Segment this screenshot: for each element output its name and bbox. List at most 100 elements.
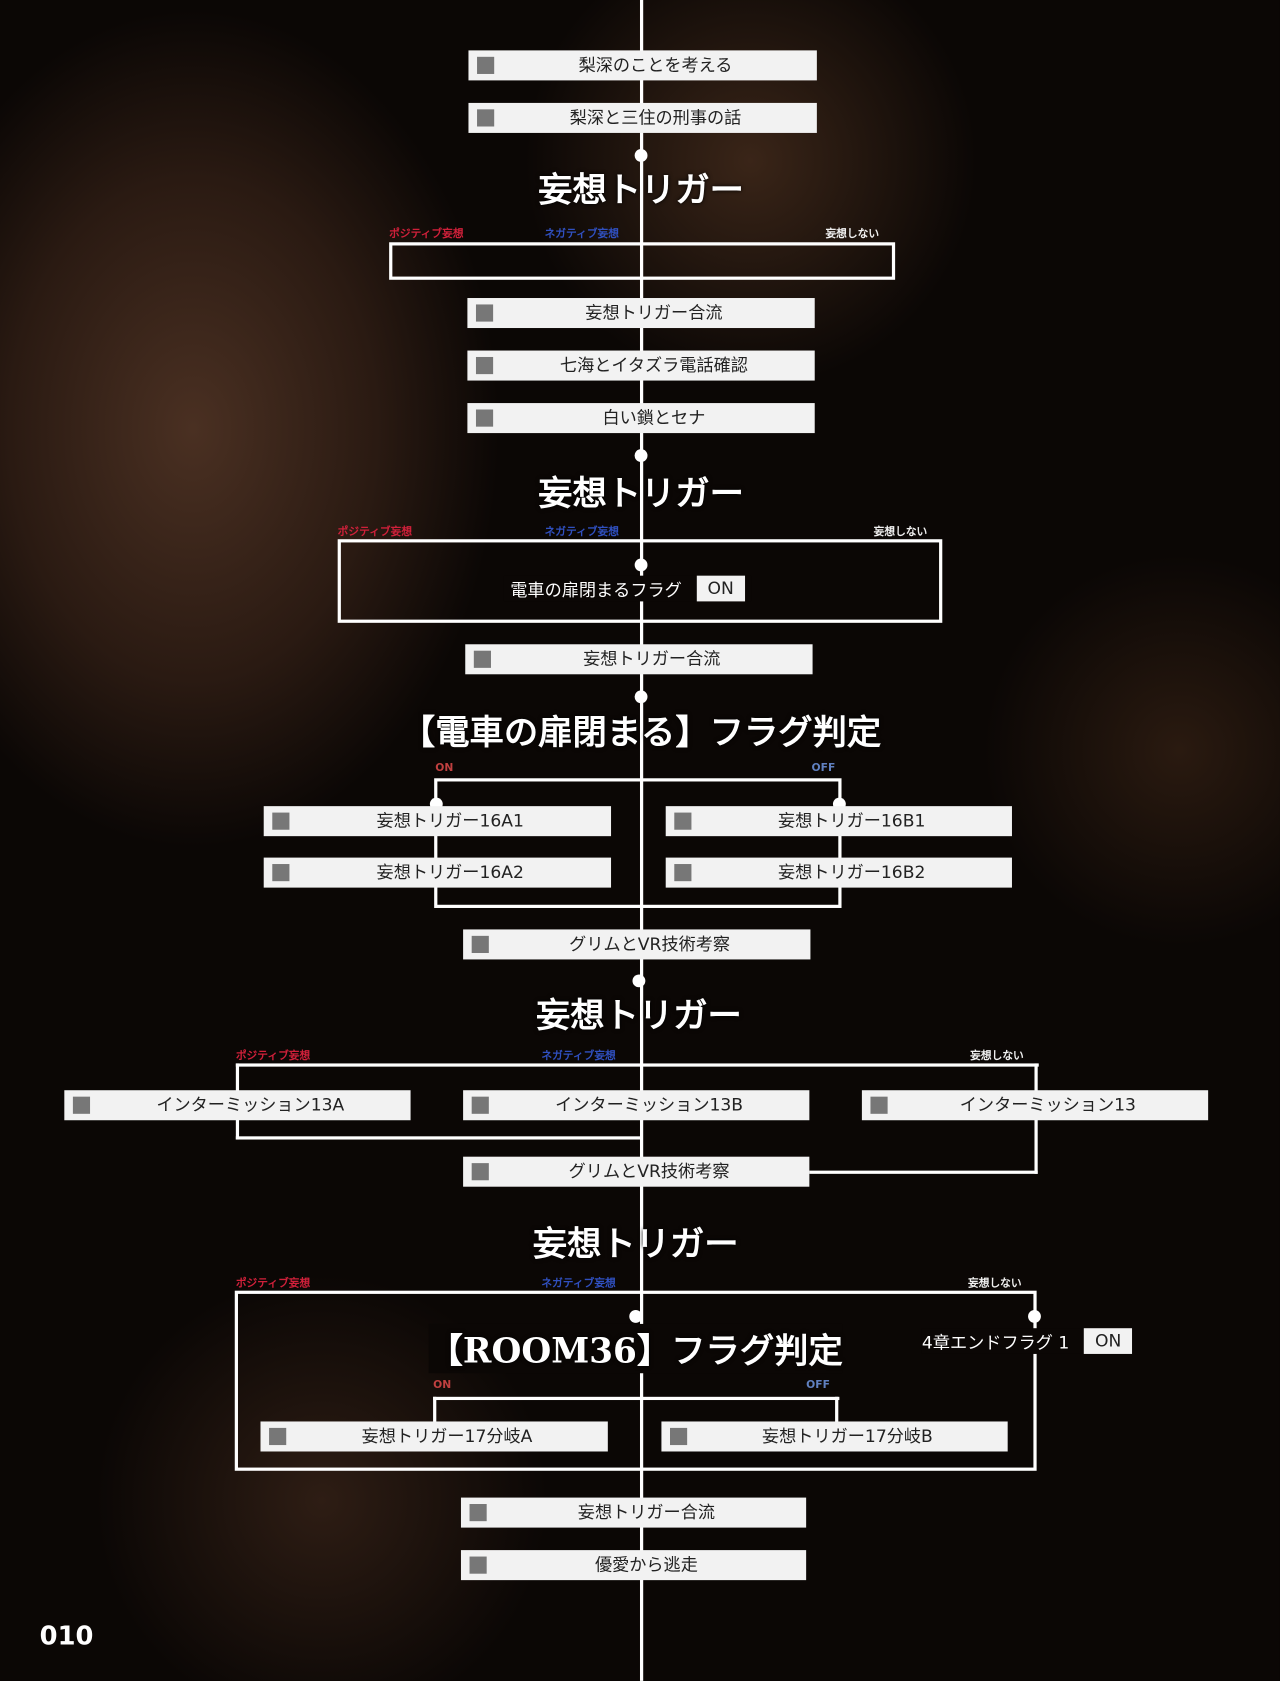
node-label: 妄想トリガー16B2 <box>777 861 926 883</box>
flow-node: 妄想トリガー合流 <box>465 644 813 675</box>
checkbox-icon <box>473 650 491 668</box>
trigger-heading: 妄想トリガー <box>532 1223 739 1264</box>
label-negative: ネガティブ妄想 <box>544 526 619 539</box>
node-label: グリムとVR技術考察 <box>568 1160 730 1182</box>
node-label: 妄想トリガー17分岐B <box>762 1425 933 1447</box>
flow-node: グリムとVR技術考察 <box>463 929 811 960</box>
flow-node: 白い鎖とセナ <box>467 403 815 434</box>
page-number: 010 <box>39 1620 94 1651</box>
checkbox-icon <box>469 1556 487 1574</box>
branch-line <box>235 1063 1039 1067</box>
node-label: 優愛から逃走 <box>594 1554 698 1575</box>
junction-dot <box>634 149 648 162</box>
flow-node: 妄想トリガー16B1 <box>665 806 1012 837</box>
flag-check-heading: 【ROOM36】フラグ判定 <box>428 1323 843 1374</box>
node-label: 妄想トリガー合流 <box>585 302 723 323</box>
checkbox-icon <box>269 1427 287 1446</box>
checkbox-icon <box>674 812 692 830</box>
main-flow-line <box>639 0 644 1681</box>
label-none: 妄想しない <box>968 1277 1022 1290</box>
label-none: 妄想しない <box>970 1050 1024 1063</box>
branch-frame <box>389 242 896 280</box>
node-label: 七海とイタズラ電話確認 <box>559 354 748 376</box>
flow-node: 七海とイタズラ電話確認 <box>467 350 815 381</box>
trigger-heading: 妄想トリガー <box>538 472 744 514</box>
checkbox-icon <box>272 812 290 830</box>
split-bracket <box>434 778 842 908</box>
flow-node: 妄想トリガー17分岐B <box>661 1421 1008 1452</box>
node-label: 妄想トリガー合流 <box>577 1501 716 1523</box>
flow-node: 妄想トリガー合流 <box>467 298 815 329</box>
node-label: インターミッション13 <box>959 1094 1136 1115</box>
node-label: 妄想トリガー16A2 <box>376 861 524 883</box>
label-none: 妄想しない <box>825 228 880 241</box>
node-label: グリムとVR技術考察 <box>569 933 731 955</box>
branch-frame <box>337 539 943 623</box>
split-line <box>835 1396 839 1423</box>
label-off: OFF <box>806 1379 830 1392</box>
branch-frame <box>234 1290 1037 1471</box>
flow-node: 妄想トリガー17分岐A <box>260 1421 608 1452</box>
checkbox-icon <box>475 356 494 375</box>
flow-node: 妄想トリガー16A1 <box>263 806 612 837</box>
label-negative: ネガティブ妄想 <box>541 1050 616 1063</box>
node-label: 妄想トリガー16B1 <box>777 810 926 831</box>
label-positive: ポジティブ妄想 <box>235 1277 311 1290</box>
flow-node: 妄想トリガー16A2 <box>263 857 612 888</box>
checkbox-icon <box>870 1096 888 1114</box>
checkbox-icon <box>674 864 692 882</box>
label-negative: ネガティブ妄想 <box>544 228 619 241</box>
checkbox-icon <box>469 1504 487 1522</box>
flow-node: 妄想トリガー合流 <box>460 1497 807 1528</box>
label-positive: ポジティブ妄想 <box>235 1050 311 1063</box>
label-on: ON <box>435 762 454 774</box>
node-label: 梨深のことを考える <box>578 54 733 76</box>
flag-value: ON <box>696 575 745 602</box>
checkbox-icon <box>272 864 290 882</box>
flag-value: ON <box>1084 1328 1133 1354</box>
checkbox-icon <box>475 409 494 427</box>
node-label: 妄想トリガー16A1 <box>376 810 524 831</box>
checkbox-icon <box>471 1096 489 1114</box>
node-label: 妄想トリガー合流 <box>583 648 721 669</box>
flow-node: 優愛から逃走 <box>460 1550 807 1581</box>
checkbox-icon <box>471 935 489 954</box>
flow-node: 梨深と三住の刑事の話 <box>468 102 817 133</box>
junction-dot <box>634 558 648 572</box>
label-positive: ポジティブ妄想 <box>389 228 464 241</box>
node-label: 梨深と三住の刑事の話 <box>569 107 742 128</box>
checkbox-icon <box>477 56 495 74</box>
flag-set: 4章エンドフラグ 1 ON <box>921 1328 1133 1354</box>
label-off: OFF <box>811 762 836 774</box>
checkbox-icon <box>670 1427 688 1446</box>
flag-label: 4章エンドフラグ 1 <box>921 1332 1070 1353</box>
flow-node: インターミッション13A <box>64 1090 411 1121</box>
junction-dot <box>634 449 648 463</box>
checkbox-icon <box>477 109 495 127</box>
junction-dot <box>634 690 648 704</box>
node-label: インターミッション13A <box>156 1094 345 1115</box>
checkbox-icon <box>475 304 494 322</box>
label-on: ON <box>433 1379 452 1392</box>
branch-line <box>235 1136 642 1140</box>
split-line <box>433 1396 840 1401</box>
split-line <box>433 1396 437 1423</box>
trigger-heading: 妄想トリガー <box>535 994 742 1036</box>
flow-node: インターミッション13 <box>861 1090 1209 1121</box>
flow-node: 梨深のことを考える <box>468 50 817 81</box>
node-label: 妄想トリガー17分岐A <box>361 1425 533 1447</box>
flow-node: グリムとVR技術考察 <box>463 1156 810 1187</box>
junction-dot <box>1028 1309 1041 1323</box>
flow-node: 妄想トリガー16B2 <box>665 857 1012 888</box>
label-none: 妄想しない <box>873 526 928 539</box>
flag-set: 電車の扉閉まるフラグ ON <box>503 575 752 602</box>
checkbox-icon <box>72 1096 91 1114</box>
checkbox-icon <box>471 1163 489 1181</box>
flag-label: 電車の扉閉まるフラグ <box>510 579 682 601</box>
trigger-heading: 妄想トリガー <box>538 169 744 211</box>
branch-line <box>809 1170 1038 1174</box>
label-negative: ネガティブ妄想 <box>541 1277 616 1290</box>
label-positive: ポジティブ妄想 <box>337 526 413 539</box>
junction-dot <box>629 1309 643 1323</box>
